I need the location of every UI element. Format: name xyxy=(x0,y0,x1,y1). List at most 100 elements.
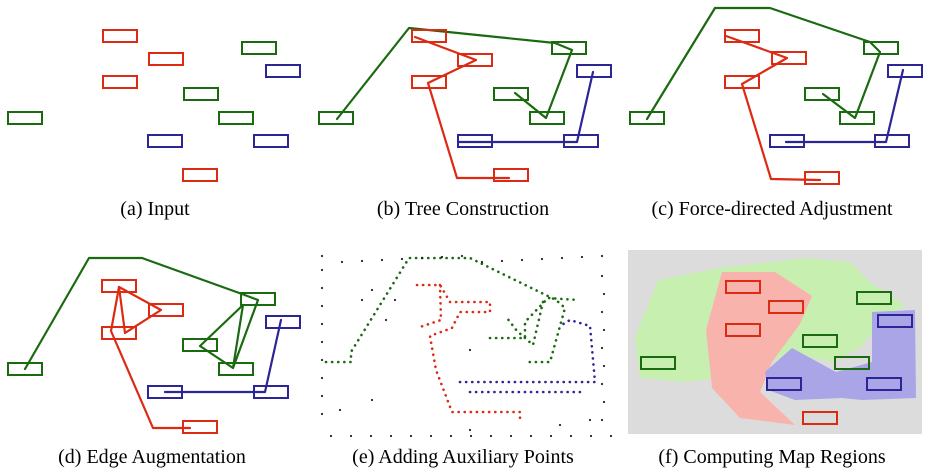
auxiliary-point xyxy=(600,418,604,422)
red-node xyxy=(724,29,760,43)
red-node xyxy=(457,53,493,67)
auxiliary-point xyxy=(602,400,606,404)
caption-edge-augmentation: (d) Edge Augmentation xyxy=(58,446,246,468)
auxiliary-point xyxy=(338,408,342,412)
auxiliary-point xyxy=(370,398,374,402)
blue-node xyxy=(265,315,301,329)
auxiliary-point xyxy=(569,434,573,438)
red-node xyxy=(148,303,184,317)
auxiliary-point xyxy=(320,268,324,272)
blue-tree-edge xyxy=(456,70,595,144)
green-node xyxy=(318,111,354,125)
red-node xyxy=(725,323,761,337)
auxiliary-point xyxy=(360,259,364,263)
auxiliary-point xyxy=(429,434,433,438)
red-node xyxy=(101,326,137,340)
green-node xyxy=(551,41,587,55)
auxiliary-point xyxy=(320,254,324,258)
caption-input: (a) Input xyxy=(120,198,190,220)
red-node xyxy=(771,51,807,65)
panel-edge-augmentation xyxy=(7,256,301,434)
auxiliary-point xyxy=(393,298,397,302)
blue-auxiliary-path xyxy=(458,318,597,384)
auxiliary-point xyxy=(580,255,584,259)
blue-node xyxy=(253,385,289,399)
red-node xyxy=(768,300,804,314)
green-node xyxy=(856,291,892,305)
green-node xyxy=(493,87,529,101)
red-node xyxy=(725,280,761,294)
caption-tree-construction: (b) Tree Construction xyxy=(376,198,550,220)
blue-tree-edge xyxy=(784,68,905,144)
auxiliary-point xyxy=(468,348,472,352)
blue-node xyxy=(253,134,289,148)
auxiliary-point xyxy=(400,257,404,261)
auxiliary-point xyxy=(600,254,604,258)
red-node xyxy=(102,29,138,43)
red-auxiliary-path xyxy=(415,283,522,424)
blue-node xyxy=(866,377,902,391)
auxiliary-point xyxy=(389,434,393,438)
red-tree-edge xyxy=(413,35,511,180)
blue-node xyxy=(887,64,923,78)
auxiliary-point xyxy=(320,340,324,344)
auxiliary-point xyxy=(320,412,324,416)
blue-node xyxy=(147,134,183,148)
auxiliary-point xyxy=(529,434,533,438)
red-node xyxy=(102,75,138,89)
green-node xyxy=(183,87,219,101)
red-region xyxy=(706,272,812,425)
auxiliary-point xyxy=(600,382,604,386)
green-node xyxy=(863,41,899,55)
auxiliary-point xyxy=(329,434,333,438)
auxiliary-point xyxy=(602,292,606,296)
auxiliary-point xyxy=(558,423,562,427)
panel-adding-auxiliary-points xyxy=(320,254,613,438)
caption-adding-auxiliary-points: (e) Adding Auxiliary Points xyxy=(352,446,574,468)
auxiliary-point xyxy=(520,258,524,262)
auxiliary-point xyxy=(320,376,324,380)
auxiliary-point xyxy=(509,434,513,438)
blue-node xyxy=(147,385,183,399)
green-auxiliary-path xyxy=(324,256,567,364)
red-node xyxy=(804,171,840,185)
green-node xyxy=(7,111,43,125)
green-node xyxy=(802,334,838,348)
auxiliary-point xyxy=(602,328,606,332)
green-augmented-edge xyxy=(23,256,260,371)
panel-force-directed-adjustment xyxy=(629,6,923,185)
auxiliary-point xyxy=(409,434,413,438)
auxiliary-point xyxy=(380,258,384,262)
auxiliary-point xyxy=(589,434,593,438)
green-node xyxy=(804,87,840,101)
green-node xyxy=(629,111,665,125)
blue-tree-edge xyxy=(163,318,283,394)
red-tree-edge xyxy=(109,285,192,430)
auxiliary-point xyxy=(600,310,604,314)
red-node xyxy=(182,168,218,182)
blue-node xyxy=(457,134,493,148)
auxiliary-point xyxy=(320,394,324,398)
auxiliary-point xyxy=(560,256,564,260)
auxiliary-point xyxy=(600,346,604,350)
green-auxiliary-path xyxy=(488,296,580,340)
blue-node xyxy=(563,134,599,148)
auxiliary-point xyxy=(369,434,373,438)
auxiliary-point xyxy=(349,434,353,438)
panel-input xyxy=(7,29,301,182)
green-tree-edge xyxy=(335,26,574,121)
green-node xyxy=(218,111,254,125)
green-node xyxy=(640,356,676,370)
blue-node xyxy=(877,314,913,328)
auxiliary-point xyxy=(440,255,444,259)
green-node xyxy=(529,111,565,125)
auxiliary-point xyxy=(468,428,472,432)
blue-node xyxy=(766,377,802,391)
green-node xyxy=(241,41,277,55)
caption-force-directed-adjustment: (c) Force-directed Adjustment xyxy=(651,198,893,220)
auxiliary-point xyxy=(500,259,504,263)
auxiliary-point xyxy=(549,434,553,438)
green-auxiliary-path xyxy=(505,300,545,347)
auxiliary-point xyxy=(489,434,493,438)
